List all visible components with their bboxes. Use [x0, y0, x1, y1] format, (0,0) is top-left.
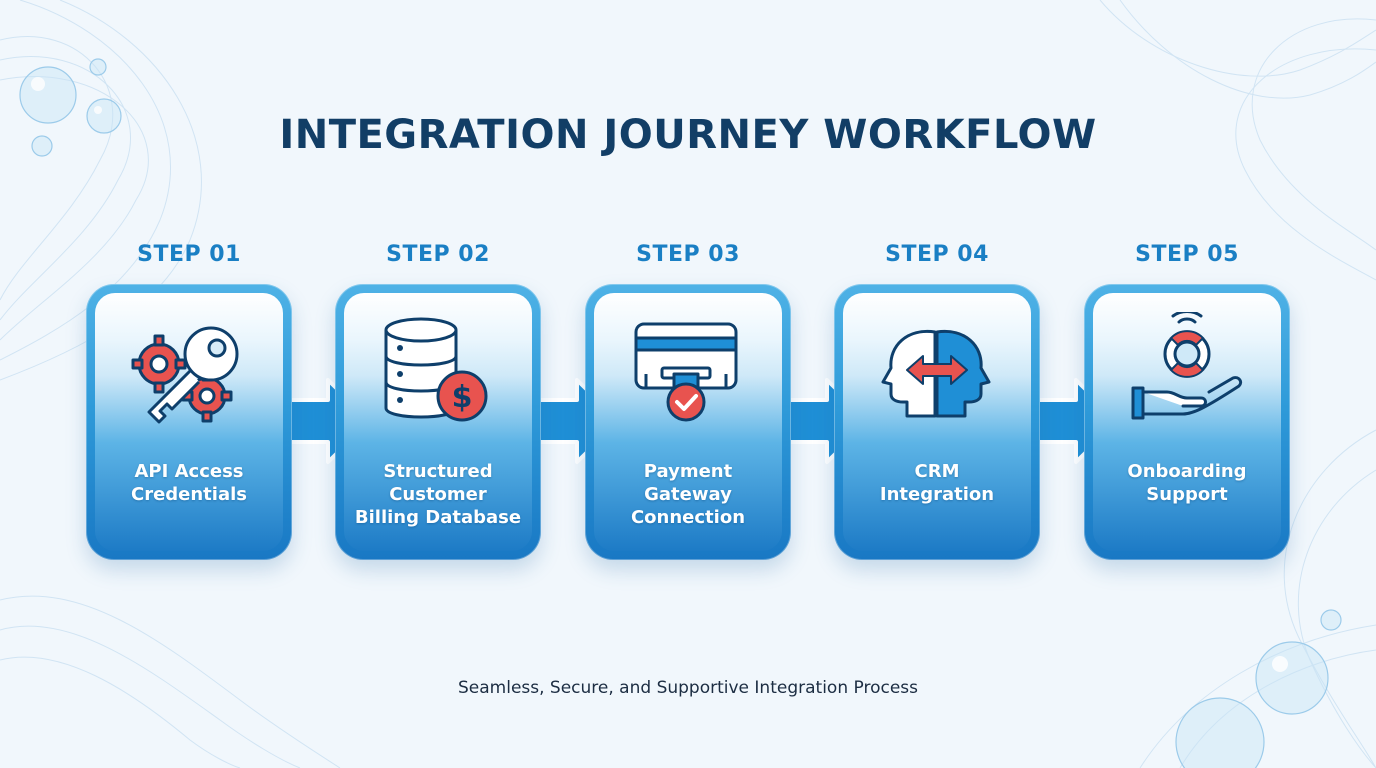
- step-card-02: $ Structured Customer Billing Database: [335, 284, 541, 560]
- step-title-03: Payment Gateway Connection: [630, 461, 746, 528]
- svg-text:$: $: [452, 380, 473, 415]
- step-card-03: Payment Gateway Connection: [585, 284, 791, 560]
- step-card-01: API Access Credentials: [86, 284, 292, 560]
- step-card-05: Onboarding Support: [1084, 284, 1290, 560]
- key-gears-icon: [131, 326, 239, 424]
- step-title-01: API Access Credentials: [130, 461, 247, 505]
- step-title-04: CRM Integration: [879, 461, 995, 505]
- step-label-02: STEP 02: [386, 242, 490, 267]
- step-label-05: STEP 05: [1135, 242, 1239, 267]
- step-card-04: CRM Integration: [834, 284, 1040, 560]
- lifebuoy-hand-icon: [1131, 312, 1243, 420]
- step-label-03: STEP 03: [636, 242, 740, 267]
- tagline: Seamless, Secure, and Supportive Integra…: [458, 678, 918, 698]
- step-title-05: Onboarding Support: [1127, 461, 1247, 505]
- step-title-02: Structured Customer Billing Database: [354, 461, 522, 528]
- step-label-01: STEP 01: [137, 242, 241, 267]
- diagram-title: INTEGRATION JOURNEY WORKFLOW: [279, 112, 1097, 158]
- step-label-04: STEP 04: [885, 242, 989, 267]
- database-dollar-icon: $: [384, 317, 488, 422]
- card-payment-icon: [634, 322, 738, 422]
- heads-exchange-icon: [881, 329, 991, 418]
